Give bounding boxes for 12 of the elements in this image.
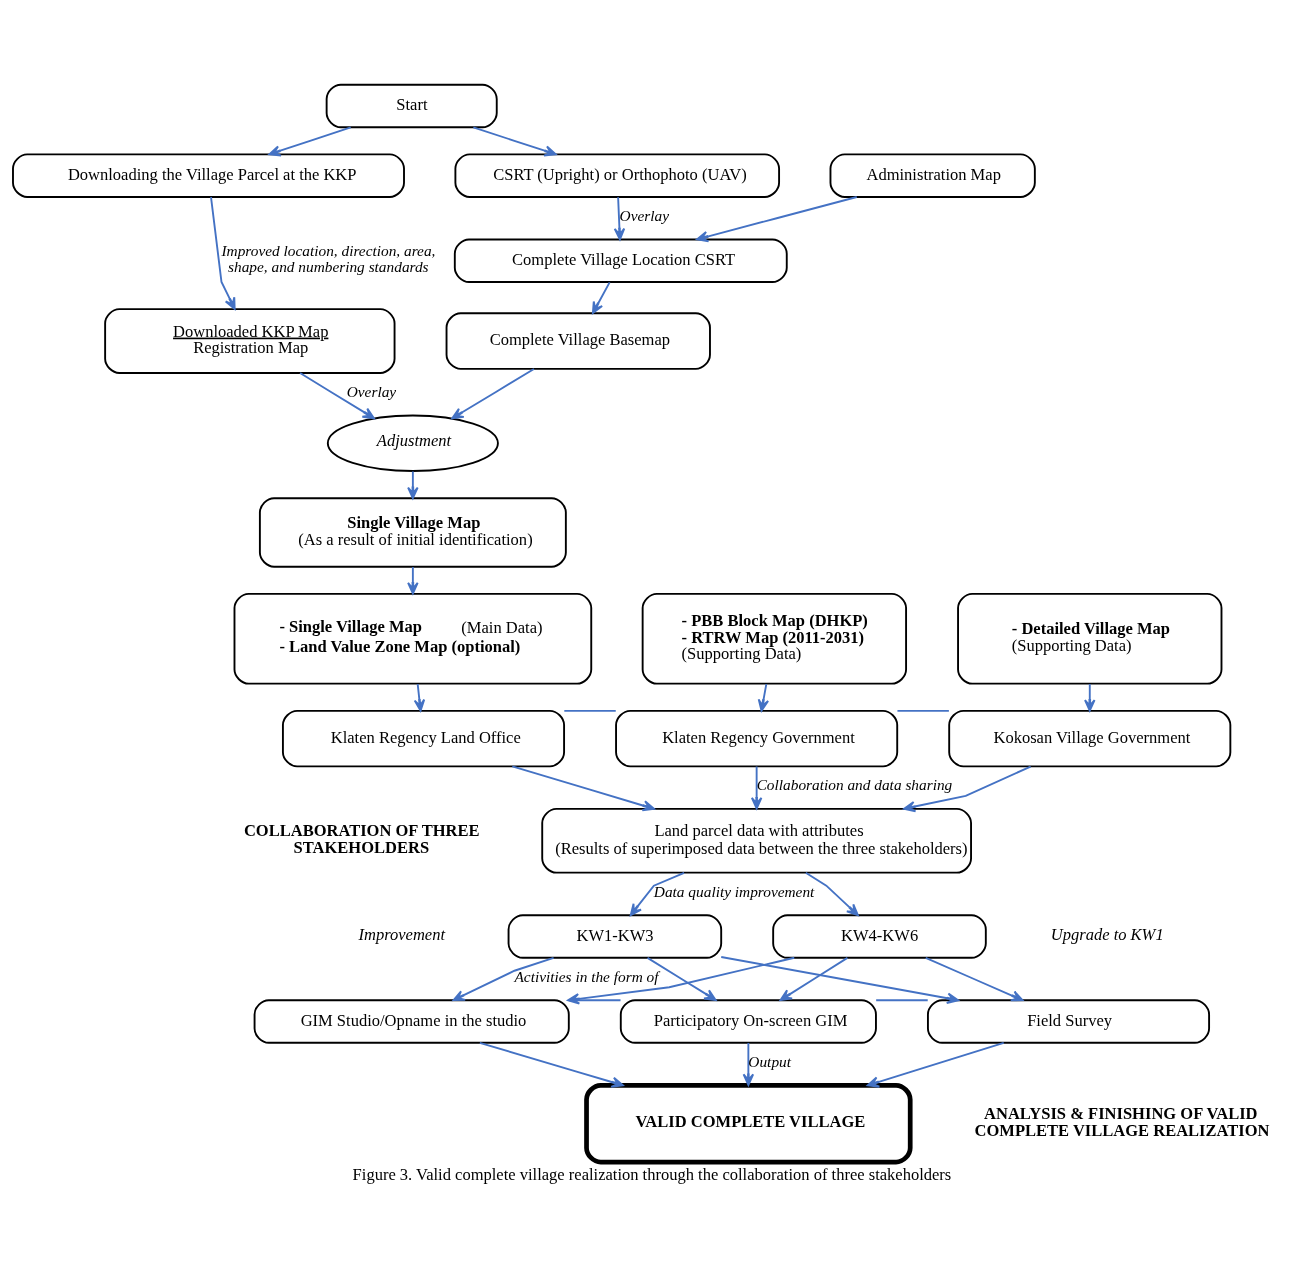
label: ANALYSIS & FINISHING OF VALID COMPLETE VILLAGE REALIZATION bbox=[974, 1104, 1270, 1140]
edge-label: Activities in the form of bbox=[514, 967, 659, 985]
edge-label: Collaboration and data sharing bbox=[756, 776, 953, 794]
edge-label: Output bbox=[748, 1052, 791, 1070]
edge-label: Overlay bbox=[346, 383, 397, 401]
caption: Figure 3. Valid complete village realization through the collaboration of three stakeholders bbox=[352, 1165, 952, 1185]
edge-label: Improved location, direction, area, shape, and numbering standards bbox=[221, 242, 436, 275]
node-label: Improvement bbox=[358, 924, 446, 944]
edge-label: Data quality improvement bbox=[653, 882, 815, 900]
label: COLLABORATION OF THREE STAKEHOLDERS bbox=[243, 821, 480, 857]
node-label: Upgrade to KW1 bbox=[1050, 924, 1164, 944]
edge-label: Overlay bbox=[619, 207, 670, 225]
